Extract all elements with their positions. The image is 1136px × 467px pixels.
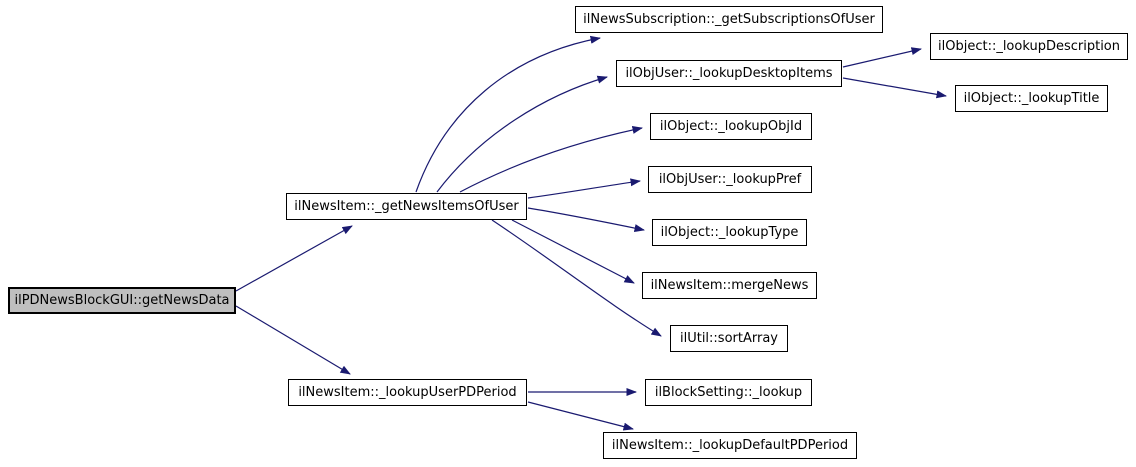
node-lookupTitle[interactable]: ilObject::_lookupTitle xyxy=(955,85,1108,112)
edge-getNewsData-to-lookupUserPDPeriod xyxy=(235,305,351,375)
edge-getNewsItemsOfUser-to-lookupDesktopItems xyxy=(436,75,608,193)
node-lookupDescription[interactable]: ilObject::_lookupDescription xyxy=(930,33,1128,60)
node-lookupObjId[interactable]: ilObject::_lookupObjId xyxy=(650,113,812,140)
node-sortArray[interactable]: ilUtil::sortArray xyxy=(670,325,788,352)
node-getSubscriptionsOfUser[interactable]: ilNewsSubscription::_getSubscriptionsOfU… xyxy=(575,6,883,33)
edge-getNewsItemsOfUser-to-getSubscriptionsOfUser xyxy=(415,35,601,193)
edge-getNewsData-to-getNewsItemsOfUser xyxy=(235,225,353,292)
node-lookupUserPDPeriod[interactable]: ilNewsItem::_lookupUserPDPeriod xyxy=(288,379,527,406)
node-lookupDesktopItems[interactable]: ilObjUser::_lookupDesktopItems xyxy=(616,60,842,87)
edge-lookupDesktopItems-to-lookupDescription xyxy=(842,47,922,68)
node-lookupType[interactable]: ilObject::_lookupType xyxy=(652,219,807,246)
node-getNewsData[interactable]: ilPDNewsBlockGUI::getNewsData xyxy=(8,287,236,314)
node-blockSettingLookup[interactable]: ilBlockSetting::_lookup xyxy=(645,379,812,406)
edge-lookupUserPDPeriod-to-lookupDefaultPDPeriod xyxy=(527,401,634,431)
node-lookupDefaultPDPeriod[interactable]: ilNewsItem::_lookupDefaultPDPeriod xyxy=(603,432,857,459)
edges-group xyxy=(235,35,947,431)
edge-getNewsItemsOfUser-to-lookupPref xyxy=(527,178,641,199)
node-getNewsItemsOfUser[interactable]: ilNewsItem::_getNewsItemsOfUser xyxy=(286,193,527,220)
node-lookupPref[interactable]: ilObjUser::_lookupPref xyxy=(648,166,812,193)
edge-getNewsItemsOfUser-to-mergeNews xyxy=(511,219,635,284)
edge-getNewsItemsOfUser-to-sortArray xyxy=(491,219,662,337)
edge-getNewsItemsOfUser-to-lookupObjId xyxy=(459,126,643,193)
node-mergeNews[interactable]: ilNewsItem::mergeNews xyxy=(642,272,817,299)
edge-lookupDesktopItems-to-lookupTitle xyxy=(842,77,947,99)
edge-getNewsItemsOfUser-to-lookupType xyxy=(527,207,645,233)
